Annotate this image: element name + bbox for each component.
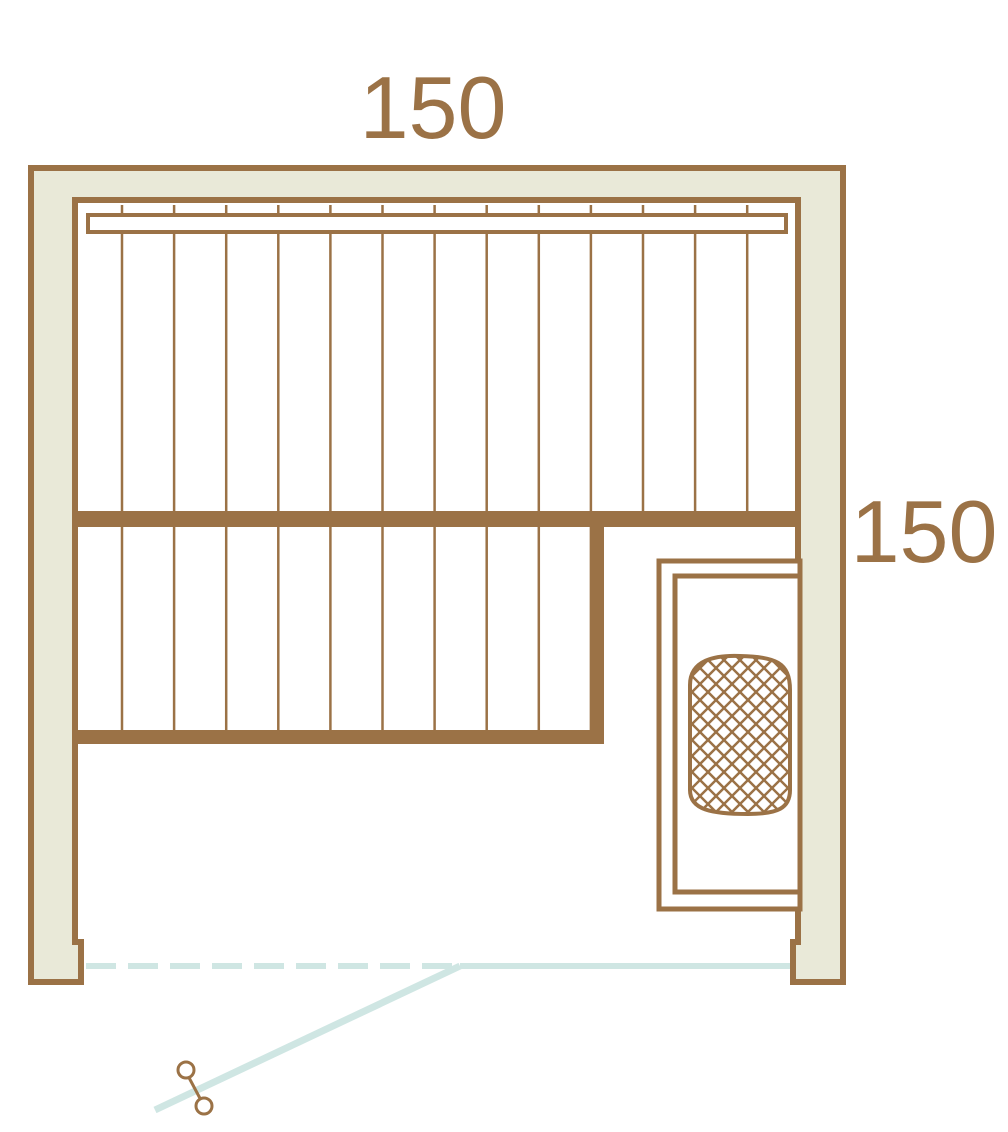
stone-hatch-line xyxy=(890,650,1008,820)
stone-hatch-line xyxy=(858,650,1008,820)
stone-hatch-line xyxy=(690,655,757,814)
stone-hatch-line xyxy=(690,655,741,814)
upper-bench xyxy=(120,205,749,511)
stone-hatch-line xyxy=(690,655,790,814)
stone-hatch-line xyxy=(729,655,790,814)
lower-bench-front-edge xyxy=(75,730,604,744)
stone-hatch-line xyxy=(707,655,790,814)
backrest-rail xyxy=(86,213,788,234)
sauna-heater xyxy=(656,558,1008,912)
upper-bench-front-edge xyxy=(75,511,798,527)
stone-hatch-line xyxy=(697,655,790,814)
stone-hatch-line xyxy=(690,655,767,814)
sauna-wall xyxy=(28,165,846,985)
stone-hatch-line xyxy=(690,655,783,814)
stone-hatch-line xyxy=(739,655,790,814)
lower-bench-side-edge xyxy=(591,527,604,744)
width-dimension-label: 150 xyxy=(360,58,507,157)
stone-hatch-line xyxy=(690,655,725,814)
stone-hatch-line xyxy=(690,655,789,814)
stone-hatch-line xyxy=(745,655,790,814)
stone-hatch-line xyxy=(690,655,790,814)
lower-bench xyxy=(120,527,593,730)
glass-door-leaf xyxy=(153,962,462,1114)
stone-hatch-line xyxy=(691,655,790,814)
stone-hatch-line xyxy=(842,650,1008,820)
stone-hatch-line xyxy=(690,655,790,814)
stone-hatch-line xyxy=(690,655,751,814)
stone-hatch-line xyxy=(690,655,790,814)
stone-hatch-line xyxy=(690,655,790,814)
stone-hatch-line xyxy=(755,655,790,814)
stone-hatch-line xyxy=(690,655,790,814)
heater-stones xyxy=(690,650,1008,820)
stone-hatch-line xyxy=(690,655,790,814)
heater-stones-outline xyxy=(688,653,792,817)
stone-hatch-line xyxy=(690,655,773,814)
stone-hatch-line xyxy=(690,655,790,814)
door-handle xyxy=(176,1060,214,1116)
stone-hatch-line xyxy=(826,650,996,820)
stone-hatch-line xyxy=(874,650,1008,820)
stone-hatch-line xyxy=(690,655,735,814)
stone-hatch-line xyxy=(723,655,790,814)
stone-hatch-line xyxy=(713,655,790,814)
depth-dimension-label: 150 xyxy=(851,482,998,581)
